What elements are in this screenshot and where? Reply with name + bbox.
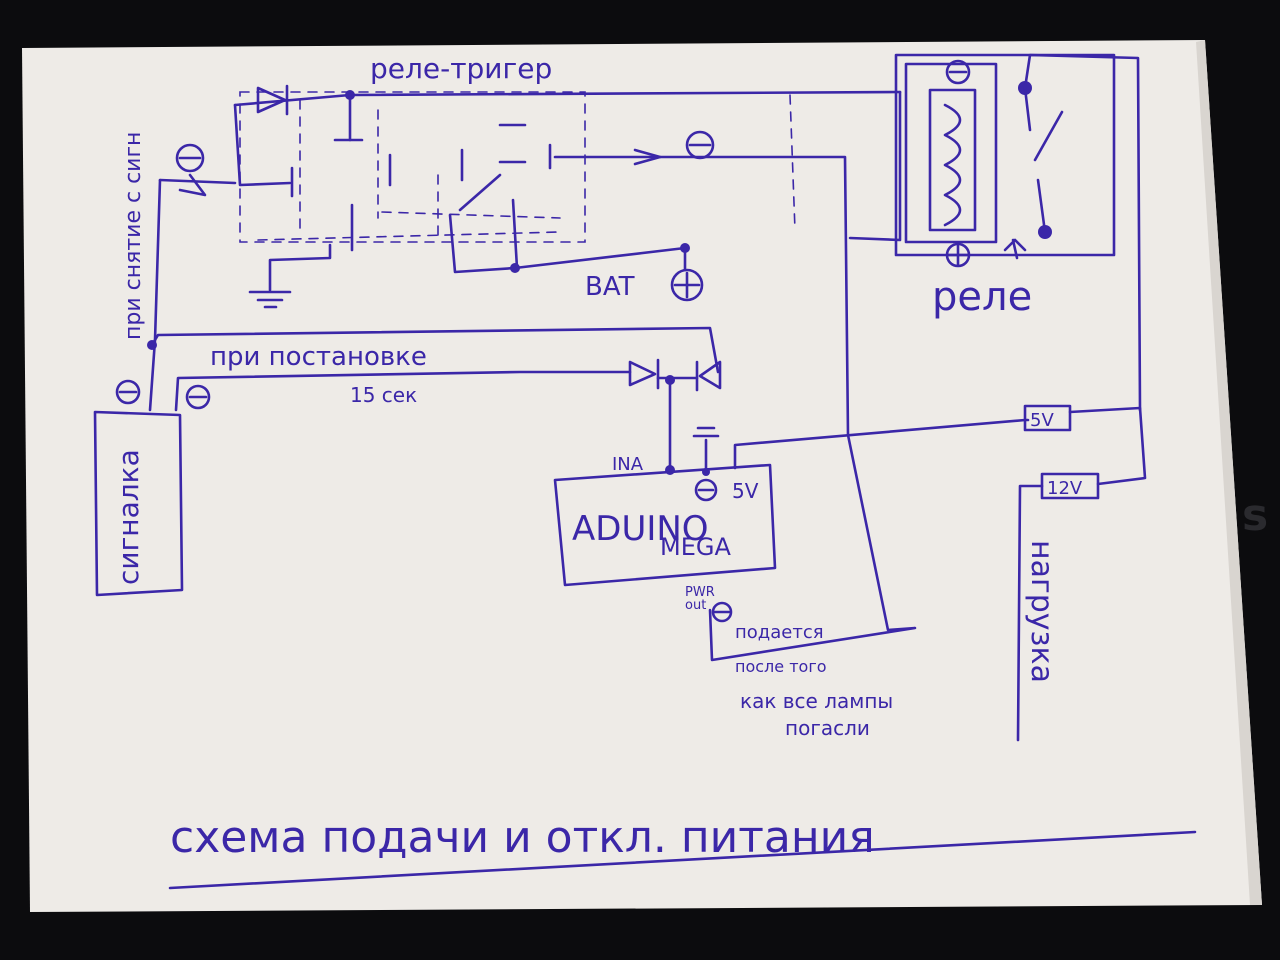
delay-label: 15 сек — [350, 383, 417, 407]
on-arming-label: при постановке — [210, 342, 427, 372]
arduino-board: ADUINO MEGA 5V INA — [553, 418, 1030, 587]
on-removal-label: при снятие с сигн — [121, 132, 146, 340]
arduino-name: ADUINO — [572, 509, 709, 549]
tag-12v-label: 12V — [1047, 478, 1083, 499]
minus-symbol-left-top — [175, 143, 205, 173]
minus-symbol-relay — [945, 59, 971, 85]
arduino-5v-label: 5V — [732, 479, 759, 503]
minus-symbol-pwr — [711, 601, 733, 623]
tag-5v: 5V — [1023, 404, 1072, 432]
battery-plus-terminal — [670, 268, 704, 302]
pwr-out-label-2: out — [685, 598, 706, 613]
arduino-model: MEGA — [660, 533, 731, 561]
supplied-label: подается — [735, 622, 824, 643]
relay-trigger-block — [239, 91, 796, 243]
ina-label: INA — [612, 454, 644, 475]
minus-symbol-trigger — [685, 130, 715, 160]
battery-label: BAT — [585, 272, 635, 302]
diagram-title: схема подачи и откл. питания — [170, 812, 875, 863]
tag-5v-label: 5V — [1030, 410, 1054, 431]
relay-label: реле — [932, 274, 1032, 320]
relay-trigger-label: реле-тригер — [370, 52, 552, 85]
how-lamps-label: как все лампы — [740, 689, 893, 713]
title-underline — [168, 830, 1197, 890]
diode-top — [256, 84, 289, 116]
relay-block — [894, 53, 1142, 412]
diode-left — [628, 358, 660, 390]
minus-symbol-removal — [115, 379, 141, 405]
after-that-label: после того — [735, 657, 827, 676]
ground-symbol — [248, 243, 332, 309]
alarm-label: сигналка — [112, 449, 145, 585]
paper-edge-shadow — [1196, 40, 1262, 905]
alarm-box: сигналка — [93, 410, 184, 597]
load-label: нагрузка — [1024, 540, 1059, 683]
paper-sheet — [22, 40, 1262, 912]
plus-symbol-relay — [945, 242, 971, 268]
background-edge-text: s — [1242, 490, 1268, 541]
diode-right — [695, 360, 722, 392]
minus-symbol-arming — [185, 384, 211, 410]
pwr-out-label: PWR — [685, 585, 715, 600]
went-out-label: погасли — [785, 716, 870, 740]
